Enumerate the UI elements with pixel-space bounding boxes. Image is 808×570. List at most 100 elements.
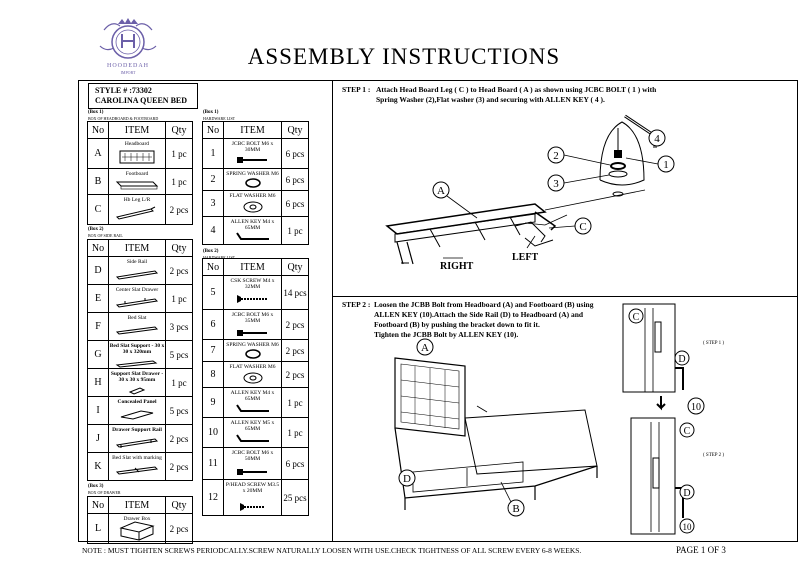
style-name: CAROLINA QUEEN BED (95, 96, 188, 105)
callout-d-2-label: D (683, 488, 690, 499)
screw-icon (239, 503, 264, 511)
style-box: STYLE # :73302 CAROLINA QUEEN BED (88, 83, 198, 109)
callout-10-label: 10 (691, 402, 701, 413)
callout-2-label: 2 (553, 150, 559, 162)
bolt-icon (236, 330, 267, 336)
page-frame (78, 80, 798, 542)
allen-key-icon (235, 404, 269, 412)
callout-c-2 (679, 422, 695, 438)
callout-10-2-label: 10 (683, 522, 693, 532)
callout-c-label: C (633, 312, 640, 323)
svg-text:HOODEDAH: HOODEDAH (107, 63, 149, 69)
callout-10 (687, 397, 705, 415)
step1-label: STEP 1 : (342, 85, 371, 94)
callout-d-2 (679, 484, 695, 500)
callout-b-label: B (512, 503, 519, 515)
step2-label: STEP 2 : (342, 300, 371, 309)
bolt-icon (236, 157, 267, 163)
callout-4-label: 4 (654, 133, 660, 145)
slat-support-icon (115, 360, 158, 368)
allen-key-icon (235, 232, 269, 240)
page-number: PAGE 1 OF 3 (676, 545, 726, 555)
callout-c (628, 308, 644, 324)
bed-frame (394, 357, 598, 510)
svg-text:IMPORT: IMPORT (121, 70, 136, 75)
callout-d-detail-label: D (678, 354, 685, 365)
callout-d-label: D (403, 473, 411, 485)
page-title: ASSEMBLY INSTRUCTIONS (247, 44, 561, 69)
callout-3-label: 3 (553, 178, 559, 190)
headboard-icon (119, 150, 155, 164)
spring-washer-icon (244, 349, 261, 359)
callout-b (507, 499, 525, 517)
step-divider (332, 296, 798, 297)
screw-icon (236, 295, 267, 303)
flat-washer-icon (243, 372, 262, 384)
style-number: STYLE # :73302 (95, 86, 152, 95)
column-divider (332, 80, 333, 542)
footboard-icon (115, 181, 159, 190)
callout-d (398, 469, 416, 487)
callout-a (416, 338, 434, 356)
callout-4 (648, 129, 666, 147)
callout-c-2-label: C (684, 426, 691, 437)
box2-left-label: (Box 2) BOX OF SIDE RAIL (88, 227, 123, 238)
right-label: RIGHT (440, 261, 474, 272)
hb-leg-icon (116, 206, 156, 220)
callout-a-label: A (437, 185, 445, 197)
bolt-icon (236, 469, 267, 475)
footer-note: NOTE : MUST TIGHTEN SCREWS PERIODCALLY.S… (82, 546, 582, 555)
brand-logo: HOODEDAH IMPORT (99, 18, 157, 75)
left-label: LEFT (512, 252, 538, 263)
center-slat-drawer-icon (115, 298, 159, 308)
box2-hardware-label: (Box 2) HARDWARE LIST (203, 249, 236, 260)
callout-1-label: 1 (663, 159, 669, 171)
allen-key-icon (235, 434, 269, 442)
box1-left-label: (Box 1) BOX OF HEADBOARD & FOOTBOARD (88, 110, 159, 121)
step1-diagram: RIGHT LEFT A C 1 2 3 4 (385, 114, 675, 272)
callout-a-label: A (421, 342, 429, 354)
spring-washer-icon (244, 178, 261, 188)
step2-diagram: A D B C D 10 ( STEP 1 ) C D 10 ( STEP 2 … (394, 303, 724, 535)
callout-c-label: C (579, 221, 586, 233)
side-rail-icon (115, 270, 159, 280)
box1-hardware-label: (Box 1) HARDWARE LIST (203, 110, 236, 121)
headboard-frame (385, 203, 568, 265)
bed-slat-icon (115, 326, 159, 335)
drawer-support-rail-icon (115, 438, 159, 448)
callout-a (432, 181, 450, 199)
step1-text: Attach Head Board Leg ( C ) to Head Boar… (376, 85, 657, 104)
box3-label: (Box 3) BOX OF DRAWER (88, 484, 121, 495)
concealed-panel-icon (120, 410, 154, 420)
support-slat-drawer-icon (128, 387, 146, 395)
sub-step2-label: ( STEP 2 ) (703, 453, 724, 458)
marked-slat-icon (115, 466, 159, 475)
